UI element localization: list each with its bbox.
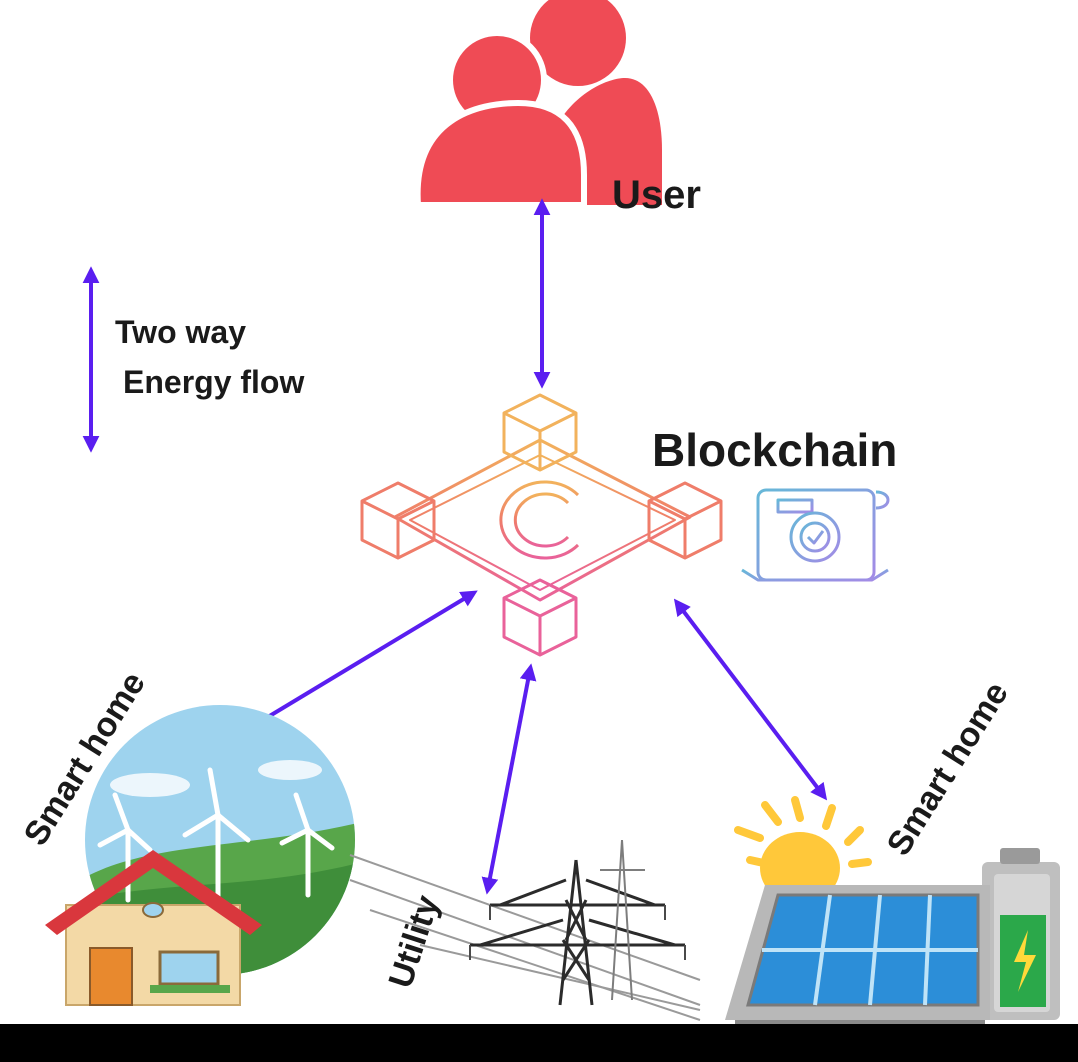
blockchain-label: Blockchain: [652, 424, 897, 476]
blockchain-network-icon: [360, 393, 723, 657]
coin-icon: [499, 473, 580, 567]
utility-label: Utility: [381, 891, 446, 993]
transmission-tower-icon: [349, 839, 701, 1021]
bottom-black-bar: [0, 1024, 1078, 1062]
energy-flow-arrows: [232, 198, 828, 895]
block-cube-right: [647, 481, 723, 560]
smart-home-right-label: Smart home: [880, 675, 1016, 862]
smart-contract-icon: [741, 488, 890, 582]
solar-panel-battery-icon: [725, 796, 1060, 1030]
legend: Two way Energy flow: [82, 266, 304, 453]
legend-label-line2: Energy flow: [123, 364, 304, 400]
block-cube-bottom: [502, 578, 578, 657]
user-label: User: [612, 173, 701, 217]
arrow-blockchain-smart-home-right: [673, 598, 828, 801]
arrow-blockchain-smart-home-left: [232, 590, 478, 739]
users-icon: [414, 0, 662, 208]
block-cube-left: [360, 481, 436, 560]
legend-label-line1: Two way: [115, 314, 246, 350]
block-cube-top: [502, 393, 578, 472]
arrow-blockchain-utility: [481, 663, 537, 895]
